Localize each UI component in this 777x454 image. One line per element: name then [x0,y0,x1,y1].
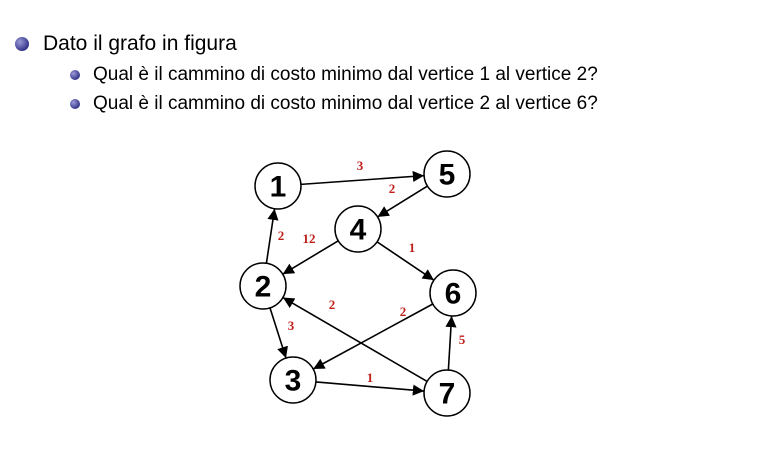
edge-5-4 [377,185,428,218]
bullet-sub-text: Qual è il cammino di costo minimo dal ve… [93,64,598,85]
edge-weight-1-5: 3 [357,158,364,173]
vertex-3: 3 [269,356,317,404]
edge-4-2 [282,240,339,275]
vertex-label: 5 [439,159,456,192]
vertex-6: 6 [429,269,477,317]
vertex-label: 7 [439,378,456,411]
bullet-icon [15,37,29,51]
edge-7-6 [445,315,457,371]
edge-7-2 [282,296,428,383]
vertex-label: 2 [255,271,272,304]
vertex-1: 1 [254,162,302,210]
edge-weight-5-4: 2 [389,181,396,196]
edge-2-3 [269,307,288,359]
bullet-icon [70,70,80,80]
edge-weight-7-6: 5 [459,332,466,347]
bullet-icon [70,99,80,109]
edge-4-6 [376,241,435,281]
edge-3-7 [315,381,425,396]
bullet-sub-text: Qual è il cammino di costo minimo dal ve… [93,93,598,114]
edge-weight-2-1: 2 [278,228,285,243]
edge-weight-4-2: 12 [303,231,316,246]
edge-6-3 [312,303,434,370]
bullet-main: Dato il grafo in figura [15,32,237,56]
edge-weight-3-7: 1 [367,370,374,385]
edge-weight-4-6: 1 [409,240,416,255]
vertex-label: 3 [285,365,302,398]
bullet-sub-1: Qual è il cammino di costo minimo dal ve… [70,64,598,86]
edge-weight-6-3: 2 [400,304,407,319]
edge-weight-2-3: 3 [288,318,295,333]
vertex-4: 4 [334,205,382,253]
edge-weight-7-2: 2 [329,297,336,312]
bullet-sub-2: Qual è il cammino di costo minimo dal ve… [70,93,598,115]
edge-2-1 [265,208,279,264]
vertex-label: 1 [270,171,287,204]
vertex-7: 7 [423,369,471,417]
vertex-label: 6 [445,278,462,311]
bullet-main-text: Dato il grafo in figura [43,32,237,55]
vertex-2: 2 [239,262,287,310]
vertex-5: 5 [423,150,471,198]
edge-1-5 [300,170,425,186]
vertex-label: 4 [350,214,367,247]
